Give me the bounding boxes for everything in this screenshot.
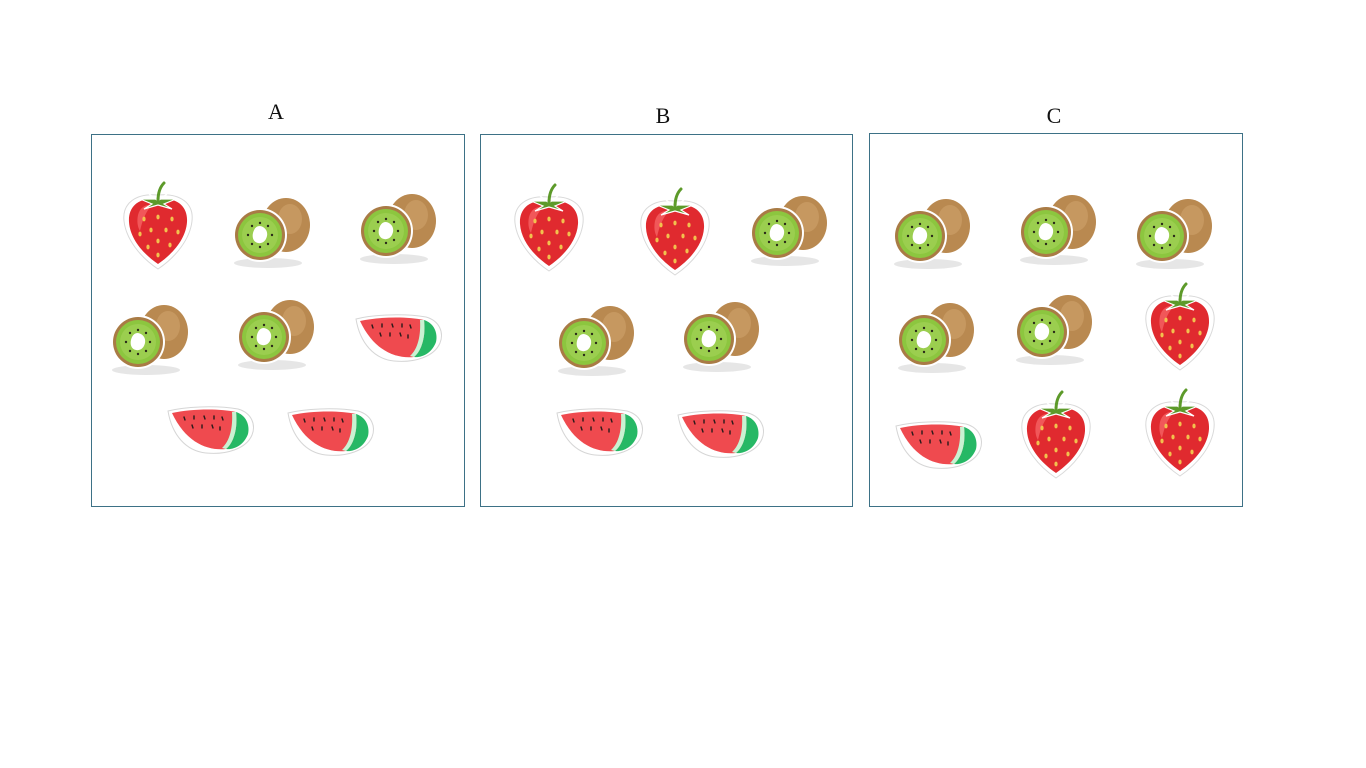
strawberry-icon <box>1140 384 1220 482</box>
panel-label-c: C <box>1046 103 1062 128</box>
watermelon-icon <box>674 407 768 463</box>
strawberry-icon <box>635 183 715 281</box>
kiwi-icon <box>749 193 831 269</box>
kiwi-icon <box>1018 192 1100 268</box>
watermelon-icon <box>352 311 446 367</box>
panel-label-a: A <box>268 99 284 124</box>
strawberry-icon <box>509 179 589 277</box>
watermelon-icon <box>892 418 986 474</box>
watermelon-icon <box>284 405 378 461</box>
kiwi-icon <box>1014 292 1096 368</box>
strawberry-icon <box>1140 278 1220 376</box>
watermelon-icon <box>164 403 258 459</box>
kiwi-icon <box>681 299 763 375</box>
strawberry-icon <box>118 177 198 275</box>
kiwi-icon <box>110 302 192 378</box>
panel-c <box>869 133 1243 507</box>
panel-label-b: B <box>655 103 671 128</box>
kiwi-icon <box>556 303 638 379</box>
watermelon-icon <box>553 405 647 461</box>
strawberry-icon <box>1016 386 1096 484</box>
kiwi-icon <box>236 297 318 373</box>
panel-a <box>91 134 465 507</box>
panel-b <box>480 134 853 507</box>
kiwi-icon <box>896 300 978 376</box>
kiwi-icon <box>1134 196 1216 272</box>
kiwi-icon <box>892 196 974 272</box>
kiwi-icon <box>232 195 314 271</box>
kiwi-icon <box>358 191 440 267</box>
